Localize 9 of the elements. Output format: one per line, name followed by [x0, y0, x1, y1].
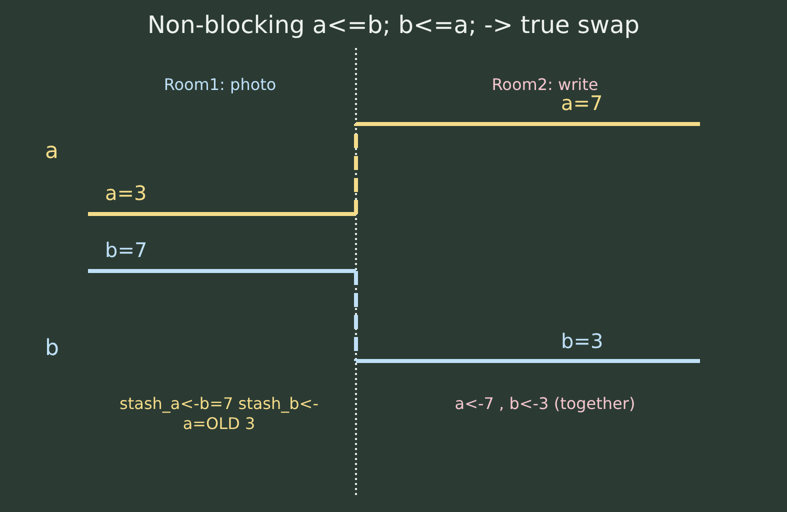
note: a<-7 , b<-3 (together)	[454, 394, 636, 414]
signal-name: a	[45, 139, 58, 165]
value-label: a=3	[105, 181, 147, 205]
value-label: b=3	[561, 329, 604, 353]
signal-name: b	[45, 336, 59, 362]
column-heading: Room1: photo	[162, 75, 278, 95]
value-label: b=7	[105, 238, 148, 262]
title: Non-blocking a<=b; b<=a; -> true swap	[146, 10, 641, 40]
note: stash_a<-b=7 stash_b<-a=OLD 3	[119, 394, 319, 434]
